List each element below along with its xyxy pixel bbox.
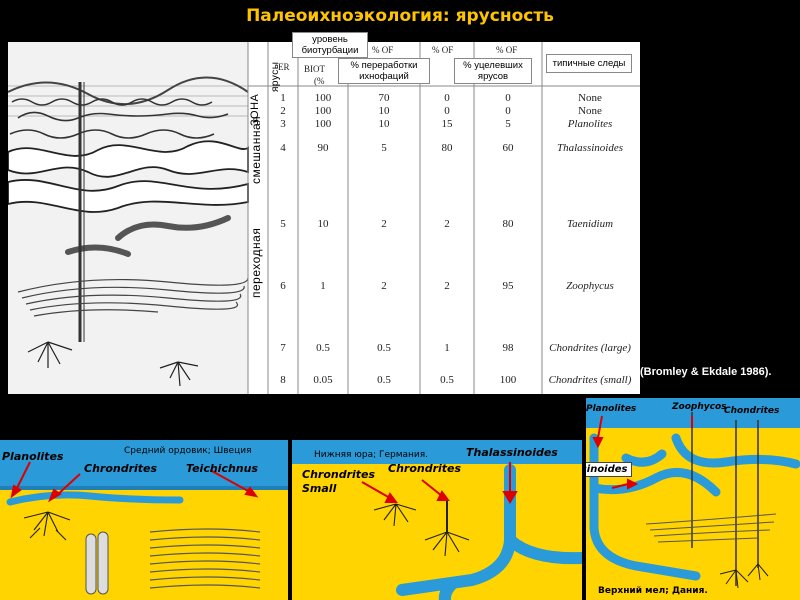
cell-tier: 7: [280, 342, 286, 354]
cell-rework: 2: [381, 218, 387, 230]
zone-transitional-label: переходная: [249, 227, 263, 298]
cell-biot: 0.05: [313, 374, 333, 386]
cell-rework: 10: [378, 118, 390, 130]
orig-header-biot: BIOT: [304, 64, 325, 74]
page-title: Палеоихноэкология: ярусность: [246, 6, 554, 26]
cell-surv2: 0: [505, 105, 511, 117]
cell-trace: None: [578, 92, 602, 104]
cell-tier: 2: [280, 105, 286, 117]
cell-biot: 1: [320, 280, 326, 292]
cell-surv2: 100: [499, 374, 517, 386]
zone-mixed-label: смешанная: [249, 115, 263, 184]
cell-biot: 90: [317, 142, 329, 154]
cell-biot: 100: [314, 118, 332, 130]
orig-header-er: ER: [278, 62, 290, 72]
cell-rework: 0.5: [377, 374, 391, 386]
label-chondrites: Chondrites: [724, 406, 780, 416]
cell-biot: 0.5: [316, 342, 330, 354]
cell-surv2: 5: [505, 118, 511, 130]
cell-surv1: 1: [444, 342, 450, 354]
panel-caption: Средний ордовик; Швеция: [124, 446, 252, 456]
cell-surv1: 0.5: [440, 374, 454, 386]
orig-header-pct-of: % OF: [432, 45, 454, 55]
label-chondrites: Chrondrites: [84, 462, 158, 475]
label-chondrites: Chrondrites: [388, 462, 462, 475]
cell-surv1: 15: [441, 118, 453, 130]
cell-tier: 1: [280, 92, 286, 104]
cell-rework: 70: [378, 92, 390, 104]
cell-rework: 0.5: [377, 342, 391, 354]
panel-ordovician: Planolites Chrondrites Teichichnus Средн…: [0, 440, 288, 600]
cell-tier: 3: [280, 118, 286, 130]
cell-surv1: 2: [444, 218, 450, 230]
cell-biot: 100: [314, 92, 332, 104]
orig-header-pct: (%: [314, 76, 325, 86]
label-thalassinoides: Thalassinoides: [586, 462, 632, 477]
cell-biot: 10: [317, 218, 329, 230]
cell-trace: Chondrites (large): [549, 342, 631, 354]
cell-surv1: 0: [444, 92, 450, 104]
label-small: Small: [302, 482, 337, 495]
cell-surv2: 60: [502, 142, 514, 154]
label-thalassinoides: Thalassinoides: [466, 446, 558, 459]
tiers-header: ярусы: [270, 61, 281, 92]
cell-trace: Chondrites (small): [548, 374, 632, 386]
cell-tier: 6: [280, 280, 286, 292]
cell-tier: 5: [280, 218, 286, 230]
level-header: уровень биотурбации: [292, 32, 368, 58]
cell-trace: Taenidium: [566, 218, 614, 230]
cell-tier: 4: [280, 142, 286, 154]
cell-trace: Zoophycus: [566, 280, 614, 292]
label-planolites: Planolites: [2, 450, 64, 463]
panel-caption: Верхний мел; Дания.: [598, 586, 708, 596]
cell-surv2: 98: [502, 342, 514, 354]
survived-header: % уцелевших ярусов: [454, 58, 532, 84]
cell-rework: 10: [378, 105, 390, 117]
cell-biot: 100: [314, 105, 332, 117]
cell-surv1: 2: [444, 280, 450, 292]
cell-trace: Planolites: [567, 118, 613, 130]
cell-surv2: 95: [502, 280, 514, 292]
label-chondrites-small: Chrondrites: [302, 468, 376, 481]
orig-header-pct-of: % OF: [372, 45, 394, 55]
cell-tier: 8: [280, 374, 286, 386]
panel-cretaceous: Planolites Zoophycos Chondrites Thalassi…: [586, 398, 800, 600]
cell-surv1: 80: [441, 142, 453, 154]
cell-rework: 2: [381, 280, 387, 292]
sediment-column-illustration: [8, 42, 640, 394]
cell-trace: None: [578, 105, 602, 117]
reworked-header: % переработки ихнофаций: [338, 58, 430, 84]
label-zoophycos: Zoophycos: [672, 402, 727, 412]
label-planolites: Planolites: [586, 404, 637, 414]
tiering-diagram: % OF % OF % OF BIOT (% ER ЗОНА смешанная…: [8, 32, 640, 394]
cell-surv1: 0: [444, 105, 450, 117]
citation: (Bromley & Ekdale 1986).: [640, 366, 772, 378]
traces-header: типичные следы: [546, 54, 632, 73]
cell-trace: Thalassinoides: [556, 142, 623, 154]
cell-surv2: 80: [502, 218, 514, 230]
panel-caption: Нижняя юра; Германия.: [314, 450, 429, 460]
cell-rework: 5: [381, 142, 387, 154]
label-teichichnus: Teichichnus: [186, 462, 258, 475]
orig-header-pct-of: % OF: [496, 45, 518, 55]
cell-surv2: 0: [505, 92, 511, 104]
panel-jurassic: Нижняя юра; Германия. Thalassinoides Chr…: [292, 440, 582, 600]
